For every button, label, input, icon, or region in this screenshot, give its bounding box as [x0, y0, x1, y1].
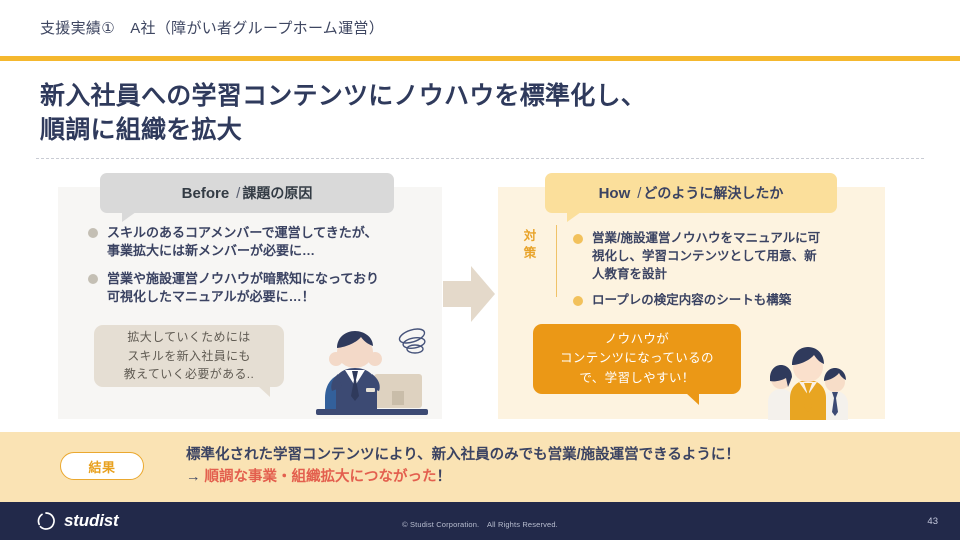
- before-speech-bubble: 拡大していくためにはスキルを新入社員にも教えていく必要がある..: [94, 325, 284, 397]
- header-rule: [0, 56, 960, 61]
- how-speech-bubble: ノウハウがコンテンツになっているので、学習しやすい！: [533, 324, 741, 405]
- transition-arrow-icon: [443, 266, 495, 322]
- team-people-illustration: [768, 347, 848, 420]
- list-item: 営業や施設運営ノウハウが暗黙知になっており可視化したマニュアルが必要に…！: [88, 270, 418, 307]
- before-bullet-1: スキルのあるコアメンバーで運営してきたが、事業拡大には新メンバーが必要に…: [107, 225, 378, 259]
- stressed-worker-illustration: [316, 328, 428, 415]
- tab-how: How / どのように解決したか: [545, 173, 837, 222]
- how-bullet-list: 営業/施設運営ノウハウをマニュアルに可視化し、学習コンテンツとして用意、新人教育…: [573, 230, 868, 319]
- result-emphasis: 順調な事業・組織拡大につながった: [204, 469, 437, 486]
- how-bullet-2: ロープレの検定内容のシートも構築: [592, 293, 792, 308]
- list-item: スキルのあるコアメンバーで運営してきたが、事業拡大には新メンバーが必要に…: [88, 224, 418, 261]
- tab-before-sublabel: 課題の原因: [242, 185, 313, 201]
- how-bullet-1: 営業/施設運営ノウハウをマニュアルに可視化し、学習コンテンツとして用意、新人教育…: [592, 231, 821, 281]
- bullet-dot-icon: [88, 273, 98, 284]
- tab-before-slash: /: [236, 184, 241, 202]
- list-item: 営業/施設運営ノウハウをマニュアルに可視化し、学習コンテンツとして用意、新人教育…: [573, 230, 868, 283]
- before-bullet-2: 営業や施設運営ノウハウが暗黙知になっており可視化したマニュアルが必要に…！: [107, 270, 379, 305]
- before-bullet-list: スキルのあるコアメンバーで運営してきたが、事業拡大には新メンバーが必要に… 営業…: [88, 224, 418, 316]
- headline-line-2: 順調に組織を拡大: [40, 115, 243, 144]
- bullet-dot-icon: [573, 296, 583, 307]
- result-line-1: 標準化された学習コンテンツにより、新入社員のみでも営業/施設運営できるように！: [186, 447, 740, 463]
- slide-footer: [0, 502, 960, 540]
- countermeasure-label: 対策: [523, 229, 537, 260]
- bullet-dot-icon: [88, 228, 98, 238]
- circle-logo-icon: [37, 512, 55, 530]
- tab-how-slash: /: [637, 184, 642, 202]
- slide-kicker: 支援実績① A社（障がい者グループホーム運営）: [40, 20, 385, 37]
- tab-before: Before / 課題の原因: [100, 173, 394, 222]
- result-text: 標準化された学習コンテンツにより、新入社員のみでも営業/施設運営できるように！ …: [186, 444, 926, 490]
- tab-how-sublabel: どのように解決したか: [643, 185, 784, 201]
- page-number: 43: [927, 516, 938, 527]
- copyright-text: © Studist Corporation. All Rights Reserv…: [402, 520, 558, 529]
- result-chip: 結果: [60, 452, 144, 480]
- headline-line-1: 新入社員への学習コンテンツにノウハウを標準化し、: [40, 82, 647, 110]
- studist-logo: studist: [36, 511, 119, 531]
- list-item: ロープレの検定内容のシートも構築: [573, 292, 868, 310]
- result-line-2: → 順調な事業・組織拡大につながった！: [186, 466, 926, 489]
- countermeasure-divider: [556, 225, 557, 297]
- dashed-divider: [36, 158, 924, 159]
- bullet-dot-icon: [573, 234, 583, 244]
- result-suffix: ！: [436, 469, 452, 486]
- page-title: 新入社員への学習コンテンツにノウハウを標準化し、 順調に組織を拡大: [40, 80, 920, 147]
- result-arrow-prefix: →: [186, 469, 205, 486]
- tab-before-label: Before: [181, 184, 230, 202]
- logo-text: studist: [64, 511, 119, 530]
- tab-how-label: How: [598, 184, 631, 202]
- result-banner: [0, 432, 960, 502]
